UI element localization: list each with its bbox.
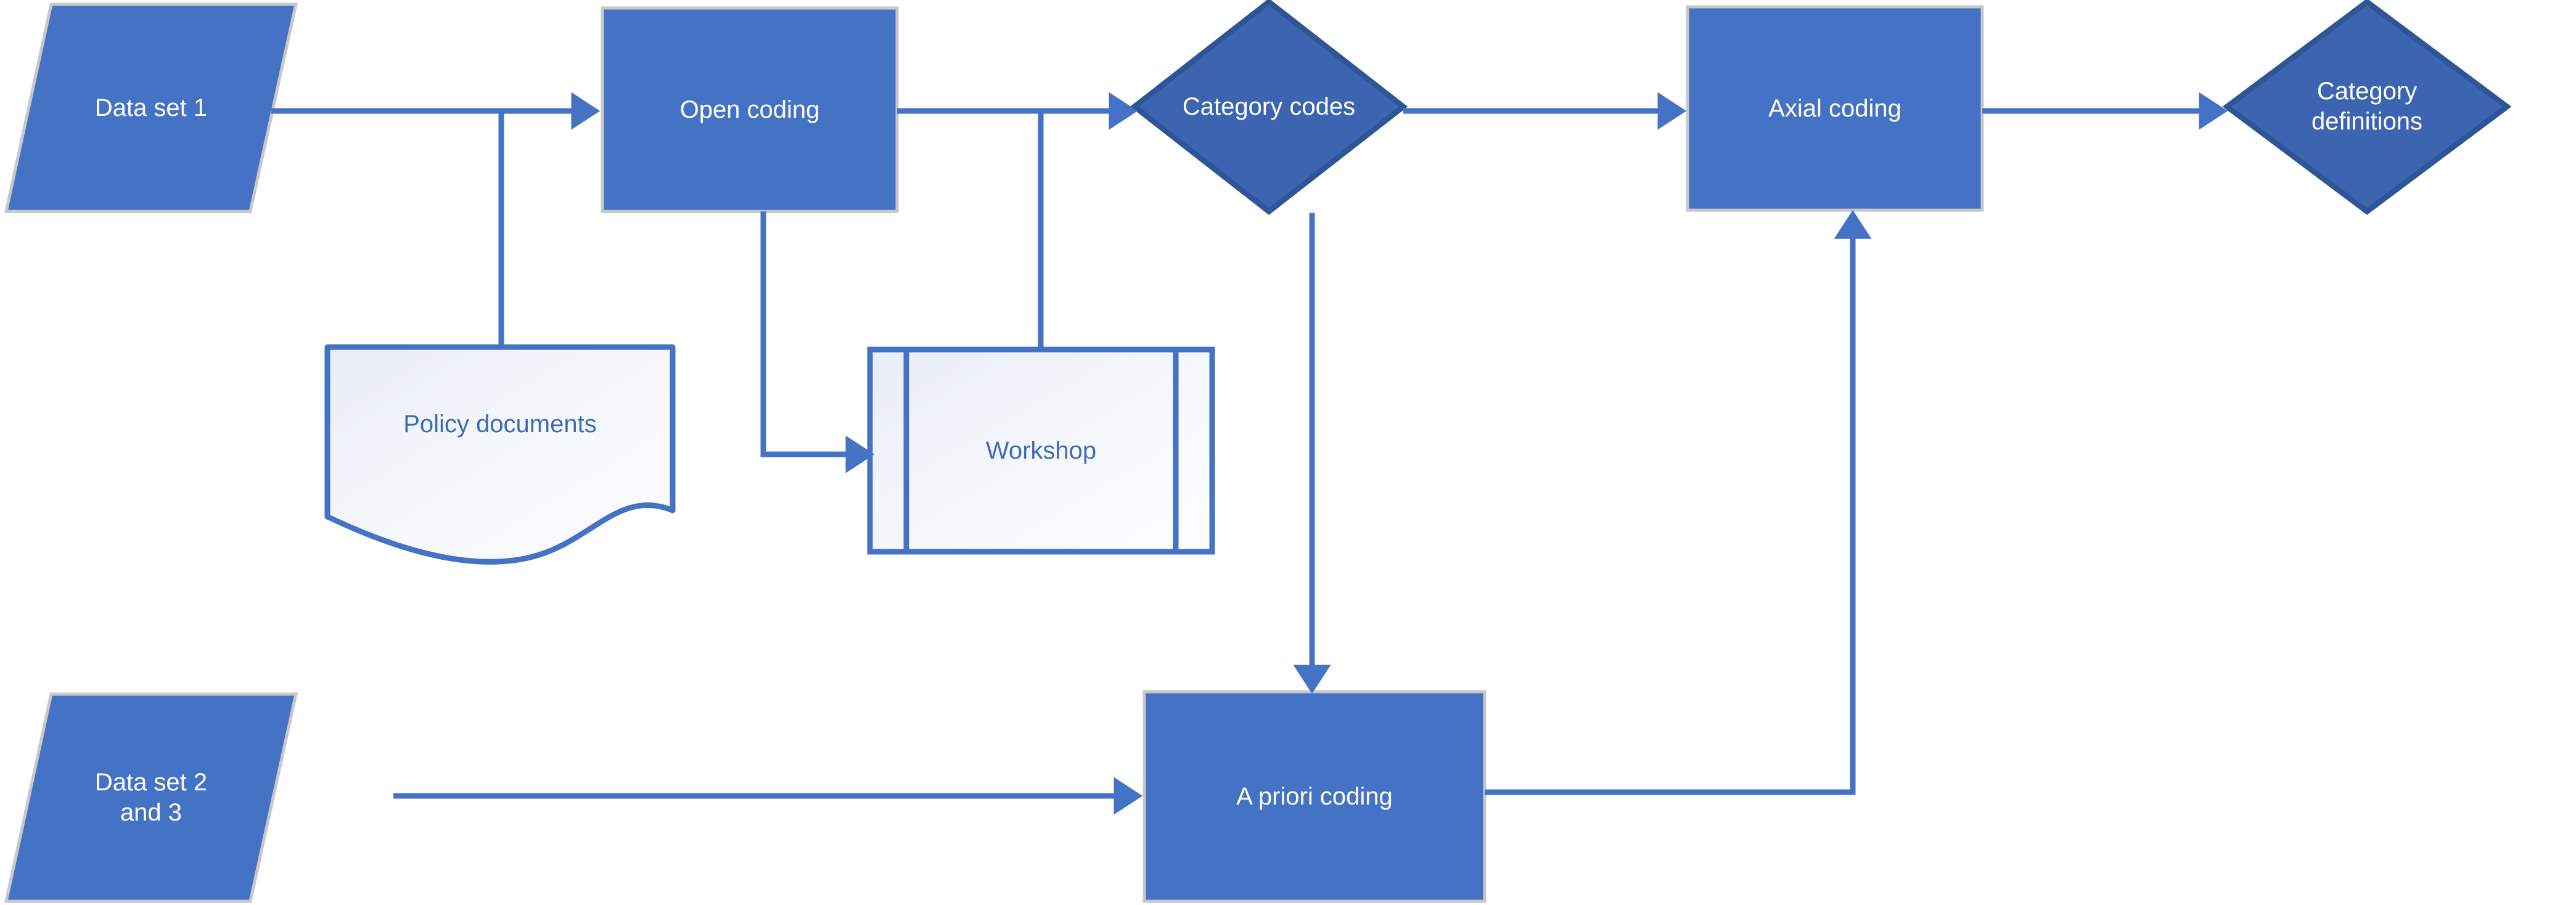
node-policy-documents[interactable] <box>324 344 676 565</box>
node-open-coding[interactable] <box>601 6 899 213</box>
node-category-definitions[interactable] <box>2222 0 2512 215</box>
node-data-set-1[interactable] <box>4 2 298 213</box>
edge-a-priori-coding-to-axial-coding <box>1485 210 1872 795</box>
edge-open-coding-to-workshop <box>760 211 875 473</box>
node-category-codes[interactable] <box>1130 0 1408 215</box>
node-a-priori-coding[interactable] <box>1142 690 1487 903</box>
node-workshop[interactable] <box>867 346 1215 555</box>
node-data-set-2-and-3[interactable] <box>4 692 298 903</box>
node-axial-coding[interactable] <box>1686 5 1984 212</box>
